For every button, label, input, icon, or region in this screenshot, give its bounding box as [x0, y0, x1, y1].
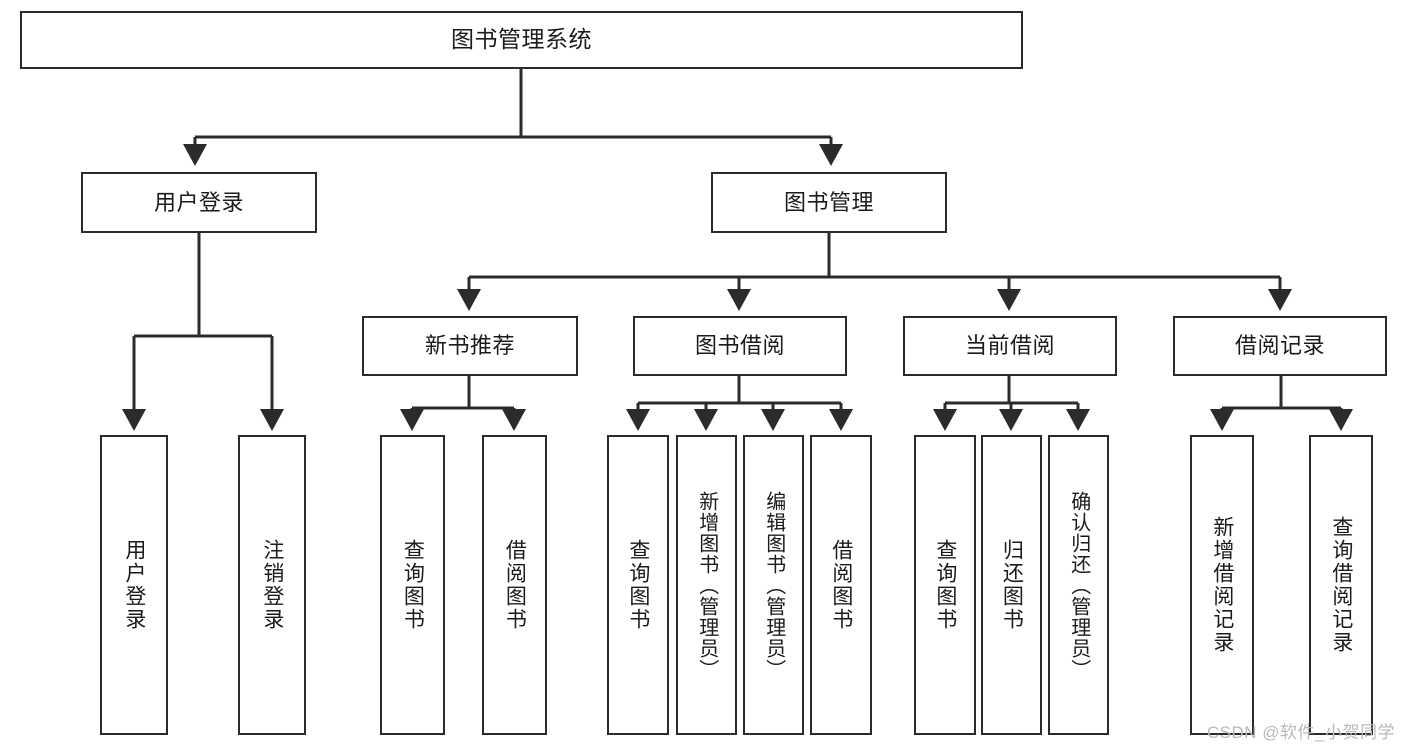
node-book-management[interactable]: 图书管理 — [711, 172, 947, 233]
node-label: 新书推荐 — [424, 333, 515, 359]
node-current-borrow[interactable]: 当前借阅 — [903, 316, 1117, 376]
node-label: 借阅记录 — [1234, 333, 1325, 359]
leaf-edit-book-admin[interactable]: 编辑图书（管理员） — [743, 435, 804, 735]
node-label: 查询借阅记录 — [1329, 516, 1353, 654]
leaf-user-login[interactable]: 用户登录 — [100, 435, 168, 735]
leaf-add-book-admin[interactable]: 新增图书（管理员） — [676, 435, 737, 735]
node-label: 借阅图书 — [829, 539, 853, 631]
node-label: 确认归还（管理员） — [1067, 490, 1090, 680]
csdn-watermark: CSDN @软件_小贺同学 — [1206, 723, 1395, 742]
node-label: 查询图书 — [626, 539, 650, 631]
leaf-query-book-current[interactable]: 查询图书 — [914, 435, 976, 735]
leaf-add-borrow-record[interactable]: 新增借阅记录 — [1190, 435, 1254, 735]
node-label: 归还图书 — [1000, 539, 1024, 631]
node-new-book-recommend[interactable]: 新书推荐 — [362, 316, 578, 376]
leaf-query-book-borrow[interactable]: 查询图书 — [607, 435, 669, 735]
leaf-return-book[interactable]: 归还图书 — [981, 435, 1042, 735]
node-label: 新增借阅记录 — [1210, 516, 1234, 654]
leaf-borrow-book[interactable]: 借阅图书 — [810, 435, 872, 735]
leaf-query-book-recommend[interactable]: 查询图书 — [380, 435, 445, 735]
leaf-query-borrow-record[interactable]: 查询借阅记录 — [1309, 435, 1373, 735]
leaf-borrow-book-recommend[interactable]: 借阅图书 — [482, 435, 547, 735]
node-user-login[interactable]: 用户登录 — [81, 172, 317, 233]
node-label: 借阅图书 — [503, 539, 527, 631]
node-book-borrow[interactable]: 图书借阅 — [633, 316, 847, 376]
node-label: 注销登录 — [260, 539, 284, 631]
node-label: 用户登录 — [153, 189, 244, 215]
node-borrow-record[interactable]: 借阅记录 — [1173, 316, 1387, 376]
node-label: 图书管理系统 — [451, 26, 592, 53]
node-root-book-management-system[interactable]: 图书管理系统 — [20, 11, 1023, 69]
node-label: 查询图书 — [933, 539, 957, 631]
node-label: 当前借阅 — [964, 333, 1055, 359]
node-label: 查询图书 — [401, 539, 425, 631]
leaf-user-logout[interactable]: 注销登录 — [238, 435, 306, 735]
node-label: 用户登录 — [122, 539, 146, 631]
leaf-confirm-return-admin[interactable]: 确认归还（管理员） — [1048, 435, 1109, 735]
node-label: 新增图书（管理员） — [695, 490, 718, 680]
node-label: 图书管理 — [783, 189, 874, 215]
node-label: 编辑图书（管理员） — [762, 490, 785, 680]
node-label: 图书借阅 — [694, 333, 785, 359]
